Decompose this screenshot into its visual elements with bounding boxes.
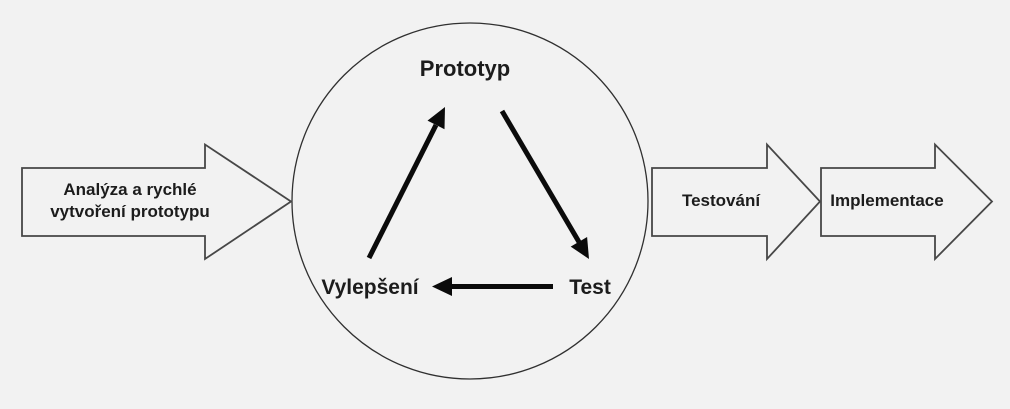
arrow-test-to-improvement-head-icon bbox=[432, 277, 452, 296]
node-improvement-label: Vylepšení bbox=[321, 276, 419, 299]
testing-arrow-shape bbox=[651, 142, 822, 262]
implementation-arrow-shape bbox=[820, 142, 994, 262]
arrow-prototype-to-test-line bbox=[499, 109, 582, 244]
arrow-improvement-to-prototype-line bbox=[366, 123, 439, 260]
node-test-label: Test bbox=[569, 276, 611, 299]
input-arrow-label-line1: Analýza a rychlé bbox=[63, 180, 196, 199]
cycle-circle bbox=[291, 22, 649, 380]
testing-arrow-label: Testování bbox=[682, 191, 761, 210]
node-prototype-label: Prototyp bbox=[420, 56, 510, 81]
input-arrow-label-line2: vytvoření prototypu bbox=[50, 202, 210, 221]
input-arrow-shape bbox=[21, 142, 293, 261]
arrow-prototype-to-test-head-icon bbox=[570, 237, 589, 259]
implementation-arrow-label: Implementace bbox=[830, 191, 943, 210]
arrow-improvement-to-prototype-head-icon bbox=[427, 107, 445, 130]
